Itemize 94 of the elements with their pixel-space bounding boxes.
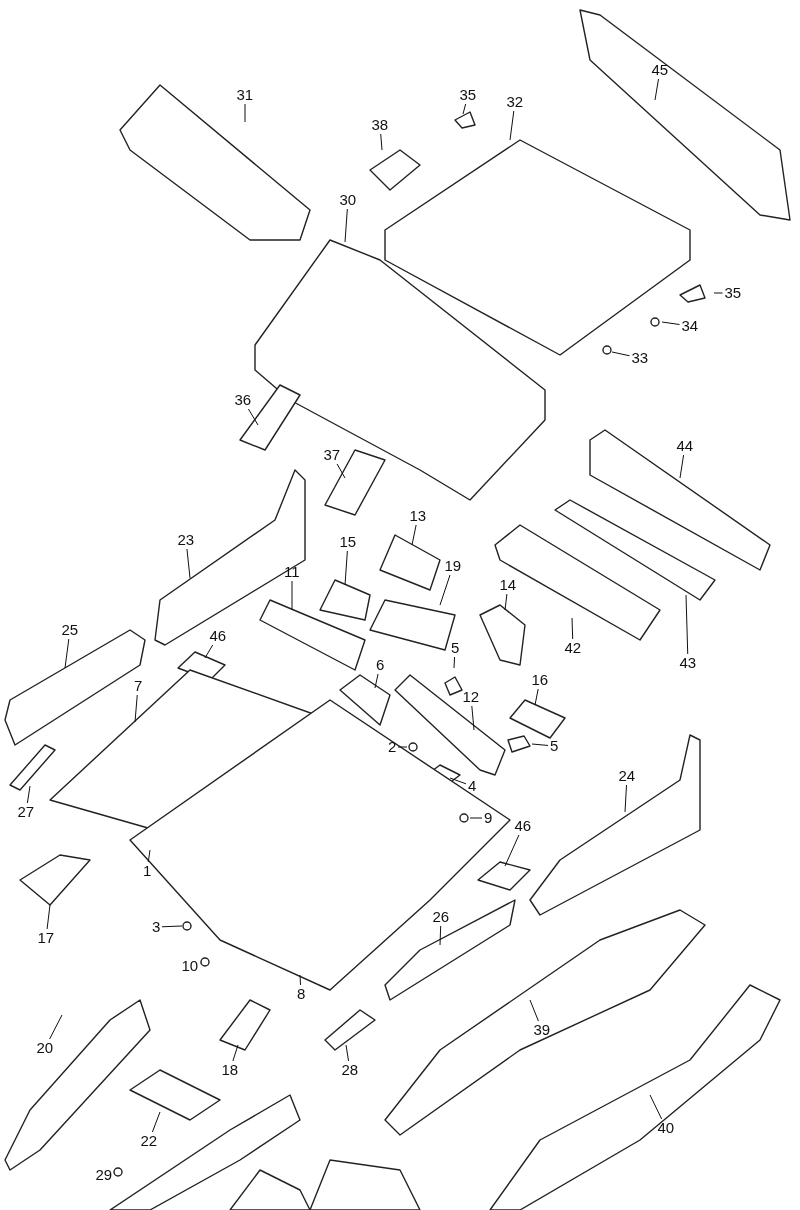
leader-line (64, 638, 70, 669)
leader-line (509, 110, 515, 141)
leader-line (504, 593, 508, 611)
leader-line (344, 208, 348, 243)
callout-number: 1 (142, 863, 153, 879)
leader-line (679, 454, 685, 479)
callout-number: 33 (630, 350, 650, 366)
callout-number: 39 (532, 1022, 552, 1038)
leader-line (611, 351, 630, 357)
leader-line (186, 548, 191, 579)
callout-number: 40 (656, 1120, 676, 1136)
leader-line (531, 743, 549, 746)
callout-number: 3 (151, 919, 162, 935)
leader-line (504, 834, 520, 867)
callout-number: 15 (338, 534, 358, 550)
callout-number: 24 (617, 768, 637, 784)
callout-number: 6 (375, 657, 386, 673)
leader-line (649, 1094, 663, 1120)
callout-number: 32 (505, 94, 525, 110)
callout-number: 26 (431, 909, 451, 925)
callout-number: 20 (35, 1040, 55, 1056)
callout-number: 18 (220, 1062, 240, 1078)
leader-line (299, 974, 302, 986)
callout-number: 9 (483, 810, 494, 826)
leader-line (291, 580, 293, 611)
callout-number: 30 (338, 192, 358, 208)
callout-number: 23 (176, 532, 196, 548)
leader-line (411, 524, 417, 546)
leader-line (161, 925, 183, 928)
callout-number: 38 (370, 117, 390, 133)
leader-line (471, 705, 475, 731)
callout-number: 36 (233, 392, 253, 408)
leader-line (147, 849, 151, 863)
callout-number: 42 (563, 640, 583, 656)
callout-number: 22 (139, 1133, 159, 1149)
callout-number: 43 (678, 655, 698, 671)
callout-number: 5 (450, 640, 461, 656)
leader-line (439, 925, 442, 946)
callout-number: 7 (133, 678, 144, 694)
callout-number: 45 (650, 62, 670, 78)
leader-line (247, 408, 259, 426)
leader-line (113, 1172, 115, 1174)
leader-line (49, 1014, 63, 1040)
callout-number: 44 (675, 438, 695, 454)
leader-line (713, 292, 723, 294)
leader-line (151, 1111, 161, 1133)
callout-number: 14 (498, 577, 518, 593)
leader-line (439, 574, 451, 606)
callout-number: 11 (283, 564, 301, 580)
callout-number: 29 (94, 1167, 114, 1183)
leader-line (534, 688, 539, 706)
callout-number: 17 (36, 930, 56, 946)
leader-line (345, 1044, 350, 1062)
callout-number: 4 (467, 778, 478, 794)
callout-number: 28 (340, 1062, 360, 1078)
leader-line (449, 777, 467, 785)
leader-line (654, 78, 659, 101)
callout-number: 8 (296, 986, 307, 1002)
callout-number: 35 (723, 285, 743, 301)
leader-line (200, 962, 202, 964)
leader-line (336, 463, 346, 479)
leader-line (571, 617, 574, 640)
callout-number: 35 (458, 87, 478, 103)
leader-line (529, 999, 539, 1022)
leader-line (469, 817, 483, 819)
leader-line (380, 133, 383, 151)
callout-number: 37 (322, 447, 342, 463)
callout-number: 5 (549, 738, 560, 754)
leader-line (374, 673, 379, 689)
callout-number: 46 (208, 628, 228, 644)
callout-number: 31 (235, 87, 255, 103)
leader-line (204, 644, 214, 659)
callout-number: 2 (387, 739, 398, 755)
callout-number: 10 (180, 958, 200, 974)
leader-line (134, 694, 138, 723)
callout-number: 16 (530, 672, 550, 688)
leader-line (397, 746, 408, 748)
callout-number: 12 (461, 689, 481, 705)
callout-number: 13 (408, 508, 428, 524)
leader-line (244, 103, 246, 123)
leader-line (453, 656, 456, 669)
leader-line (661, 321, 680, 325)
callout-number: 25 (60, 622, 80, 638)
leader-line (344, 550, 348, 586)
leader-line (26, 785, 31, 804)
leader-line (685, 594, 689, 655)
callout-number: 19 (443, 558, 463, 574)
callout-number: 27 (16, 804, 36, 820)
leader-line (46, 904, 51, 930)
leader-line (624, 784, 627, 813)
callout-number: 46 (513, 818, 533, 834)
callout-number: 34 (680, 318, 700, 334)
leader-line (232, 1044, 239, 1062)
leader-line (462, 103, 467, 115)
